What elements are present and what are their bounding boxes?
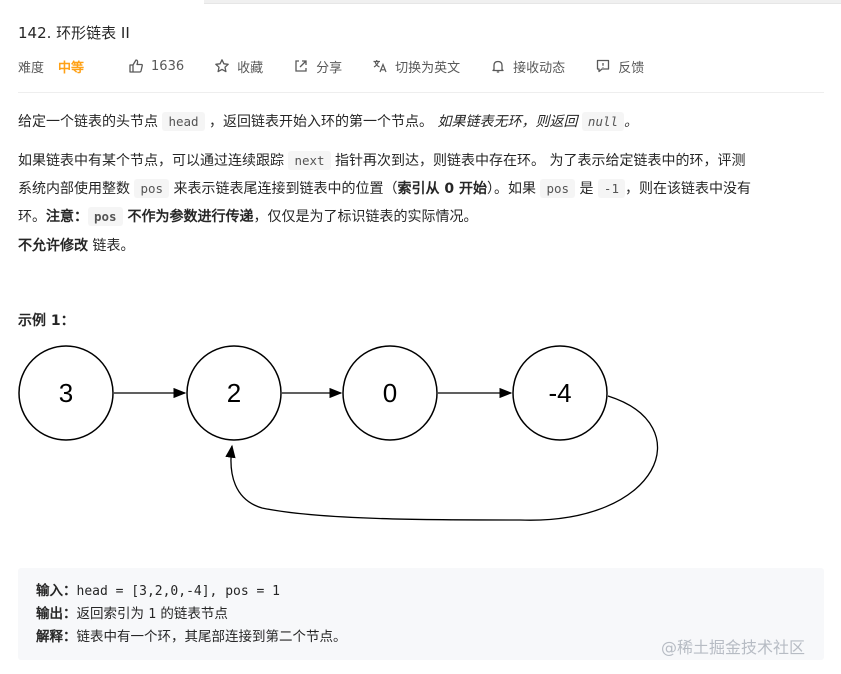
example-output-line: 输出：返回索引为 1 的链表节点 [36, 603, 806, 626]
text: 来表示链表尾连接到链表中的位置（ [169, 181, 398, 197]
thumbs-up-icon [129, 59, 143, 73]
node-value: -4 [548, 378, 571, 408]
bold-text: 注意： [46, 209, 88, 225]
text: 给定一个链表的头节点 [18, 114, 163, 130]
example-input-line: 输入：head = [3,2,0,-4], pos = 1 [36, 580, 806, 603]
list-node: 2 [186, 345, 282, 441]
emphasis: 如果链表无环，则返回 [437, 114, 582, 130]
text: ）。如果 [486, 181, 541, 197]
description-paragraph-1: 给定一个链表的头节点 head ，返回链表开始入环的第一个节点。 如果链表无环，… [18, 108, 638, 136]
switch-language-button[interactable]: 切换为英文 [372, 57, 460, 76]
text: 系统内部使用整数 [18, 181, 135, 197]
text: 指针再次到达，则链表中存在环。 为了表示给定链表中的环，评测 [330, 153, 746, 169]
list-node: -4 [512, 345, 608, 441]
favorite-button[interactable]: 收藏 [214, 57, 263, 76]
code-pos: pos [134, 179, 170, 198]
problem-title: 142. 环形链表 II [18, 24, 130, 42]
like-button[interactable]: 1636 [128, 58, 184, 74]
bell-icon [492, 60, 504, 73]
notifications-button[interactable]: 接收动态 [490, 57, 565, 76]
feedback-button[interactable]: 反馈 [595, 57, 644, 76]
list-node: 3 [18, 345, 114, 441]
share-button[interactable]: 分享 [293, 57, 342, 76]
share-label: 分享 [316, 60, 343, 76]
text: ，仅仅是为了标识链表的实际情况。 [253, 209, 478, 225]
text: ，则在该链表中没有 [624, 181, 751, 197]
code-next: next [288, 151, 331, 170]
input-value: head = [3,2,0,-4], pos = 1 [76, 584, 281, 599]
header-divider [18, 92, 824, 93]
example-title: 示例 1： [18, 313, 75, 329]
text: 的链表节点 [156, 606, 228, 622]
output-index: 1 [148, 607, 157, 622]
explain-text: 链表中有一个环，其尾部连接到第二个节点。 [76, 629, 347, 645]
switch-language-label: 切换为英文 [395, 60, 461, 76]
favorite-label: 收藏 [237, 60, 264, 76]
node-value: 0 [383, 378, 397, 408]
linked-list-diagram: 3 2 0 -4 [18, 345, 659, 521]
share-icon [295, 60, 307, 72]
line: 环。注意：pos 不作为参数进行传递，仅仅是为了标识链表的实际情况。 [18, 203, 828, 231]
difficulty-label: 难度 [18, 60, 45, 76]
text: 是 [575, 181, 598, 197]
bold-text: 不作为参数进行传递 [122, 209, 254, 225]
star-icon [215, 59, 229, 73]
line: 系统内部使用整数 pos 来表示链表尾连接到链表中的位置（索引从 0 开始）。如… [18, 175, 828, 203]
text: 如果链表中有某个节点，可以通过连续跟踪 [18, 153, 289, 169]
code-head: head [162, 112, 205, 131]
line: 如果链表中有某个节点，可以通过连续跟踪 next 指针再次到达，则链表中存在环。… [18, 147, 828, 175]
text: 返回索引为 [76, 606, 149, 622]
bold-text: 不允许修改 [18, 238, 88, 254]
like-count: 1636 [151, 58, 185, 74]
text: 链表。 [88, 238, 135, 254]
explain-label: 解释： [36, 629, 77, 645]
notifications-label: 接收动态 [513, 60, 566, 76]
problem-meta-bar: 难度 中等 1636 收藏 分享 切换为英文 接收动态 [18, 56, 674, 76]
code-pos: pos [540, 179, 576, 198]
feedback-label: 反馈 [618, 60, 645, 76]
code-null: null [581, 112, 625, 131]
node-value: 2 [227, 378, 241, 408]
translate-icon [373, 60, 387, 73]
example-code-block: 输入：head = [3,2,0,-4], pos = 1 输出：返回索引为 1… [18, 568, 824, 660]
emphasis: 。 [624, 114, 639, 130]
top-bar-edge [204, 0, 841, 4]
code-pos: pos [88, 207, 123, 226]
watermark: @稀土掘金技术社区 [661, 638, 806, 657]
output-label: 输出： [36, 606, 77, 622]
list-node: 0 [342, 345, 438, 441]
description-paragraph-2: 如果链表中有某个节点，可以通过连续跟踪 next 指针再次到达，则链表中存在环。… [18, 147, 828, 231]
bold-text: 索引从 0 开始 [397, 181, 487, 197]
example-explain-line: 解释：链表中有一个环，其尾部连接到第二个节点。 [36, 626, 806, 648]
text: ，返回链表开始入环的第一个节点。 [204, 114, 438, 130]
code-minus-one: -1 [597, 179, 625, 198]
description-paragraph-3: 不允许修改 链表。 [18, 232, 134, 260]
text: 环。 [18, 209, 46, 225]
feedback-icon [597, 59, 610, 73]
node-value: 3 [59, 378, 73, 408]
input-label: 输入： [36, 583, 77, 599]
cycle-arrow [225, 395, 659, 521]
difficulty-badge: 中等 [58, 60, 85, 76]
